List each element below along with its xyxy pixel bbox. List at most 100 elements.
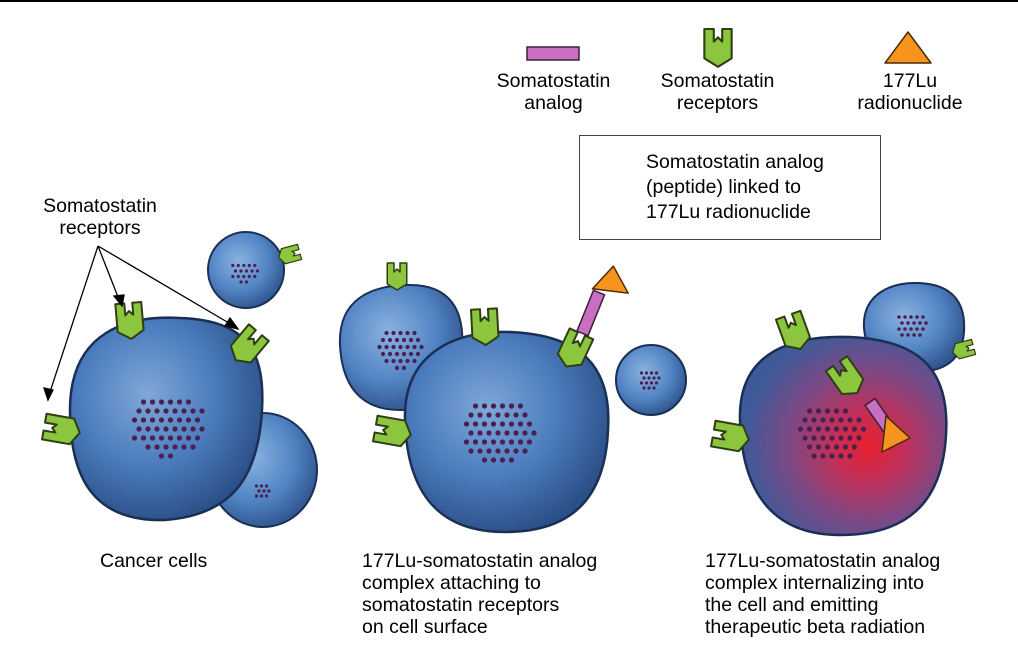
nucleus-dot [190, 426, 196, 432]
nucleus-dot [802, 417, 808, 423]
nucleus-dot [140, 435, 147, 441]
nucleus-dot [481, 457, 488, 463]
nucleus-dot [172, 444, 178, 450]
nucleus-dot [647, 386, 651, 390]
nucleus-dot [847, 453, 853, 459]
nucleus-dot [199, 426, 205, 432]
receptor-legend-icon [703, 27, 733, 68]
nucleus-dot [167, 453, 174, 459]
nucleus-dot [190, 408, 196, 414]
nucleus-dot [176, 417, 183, 423]
nucleus-dot [806, 426, 813, 432]
nucleus-dot [531, 430, 537, 436]
nucleus-dot [652, 376, 656, 380]
nucleus-dot [131, 417, 138, 423]
nucleus-dot [236, 263, 240, 268]
nucleus-dot [387, 351, 393, 357]
nucleus-dot [490, 457, 497, 463]
nucleus-dot [649, 371, 654, 375]
nucleus-dot [806, 444, 813, 450]
receptors-callout-label: Somatostatin receptors [43, 195, 157, 239]
nucleus-dot [405, 358, 410, 364]
nucleus-dot [499, 421, 506, 427]
nucleus-dot [398, 358, 403, 364]
nucleus-dot [154, 408, 160, 414]
nucleus-dot [194, 417, 201, 423]
nucleus-dot [851, 444, 858, 450]
nucleus-dot [154, 426, 160, 432]
nucleus-dot [508, 439, 515, 445]
nucleus-dot [824, 426, 831, 432]
nucleus-dot [172, 408, 178, 414]
nucleus-dot [522, 430, 528, 436]
panel3-cells [710, 281, 977, 537]
nucleus-dot [405, 330, 410, 336]
nucleus-dot [472, 421, 479, 427]
nucleus-dot [526, 421, 533, 427]
nucleus-dot [897, 315, 901, 319]
nucleus-dot [244, 269, 249, 273]
nucleus-dot [176, 399, 183, 405]
nucleus-dot [264, 484, 269, 488]
nucleus-dot [639, 381, 644, 385]
nucleus-dot [472, 403, 479, 409]
nucleus-dot [644, 371, 649, 375]
nucleus-dot [257, 489, 261, 493]
nucleus-dot [820, 453, 826, 459]
nucleus-dot [194, 435, 201, 441]
nucleus-dot [384, 358, 389, 364]
nucleus-dot [654, 371, 659, 375]
receptor-icon [469, 307, 500, 347]
nucleus-dot [797, 426, 804, 432]
nucleus-dot [415, 337, 421, 343]
panel1-cells [41, 231, 318, 528]
lu-legend-icon [884, 31, 932, 64]
nucleus-dot [642, 386, 646, 390]
nucleus-dot [897, 327, 901, 331]
nucleus-dot [401, 351, 407, 357]
nucleus-dot [253, 263, 257, 268]
nucleus-dot [158, 417, 165, 423]
nucleus-dot [250, 269, 254, 273]
nucleus-dot [504, 412, 510, 418]
nucleus-dot [167, 417, 174, 423]
panel2-right-nucleus [639, 371, 661, 390]
legend-analog-label: Somatostatin analog [496, 70, 611, 114]
nucleus-dot [490, 403, 497, 409]
nucleus-dot [912, 321, 916, 325]
nucleus-dot [154, 444, 160, 450]
nucleus-dot [490, 439, 497, 445]
nucleus-dot [900, 321, 904, 325]
nucleus-dot [239, 280, 243, 284]
nucleus-dot [499, 457, 506, 463]
nucleus-dot [508, 403, 515, 409]
nucleus-dot [842, 444, 849, 450]
nucleus-dot [468, 430, 474, 436]
nucleus-dot [185, 399, 192, 405]
nucleus-dot [499, 439, 506, 445]
nucleus-dot [820, 417, 826, 423]
nucleus-dot [158, 453, 165, 459]
nucleus-dot [384, 330, 389, 336]
nucleus-dot [504, 448, 510, 454]
nucleus-dot [242, 274, 246, 279]
nucleus-dot [412, 330, 417, 336]
nucleus-dot [145, 426, 151, 432]
nucleus-dot [468, 448, 474, 454]
nucleus-dot [842, 408, 849, 414]
nucleus-dot [387, 337, 393, 343]
nucleus-dot [495, 448, 501, 454]
lu-internalized-icon [881, 415, 911, 453]
nucleus-dot [833, 426, 840, 432]
nucleus-dot [824, 408, 831, 414]
nucleus-dot [486, 430, 492, 436]
nucleus-dot [149, 435, 156, 441]
nucleus-dot [185, 435, 192, 441]
nucleus-dot [145, 408, 151, 414]
nucleus-dot [829, 417, 835, 423]
nucleus-dot [140, 399, 147, 405]
nucleus-dot [472, 439, 479, 445]
nucleus-dot [405, 344, 410, 350]
nucleus-dot [915, 315, 919, 319]
nucleus-dot [860, 426, 867, 432]
